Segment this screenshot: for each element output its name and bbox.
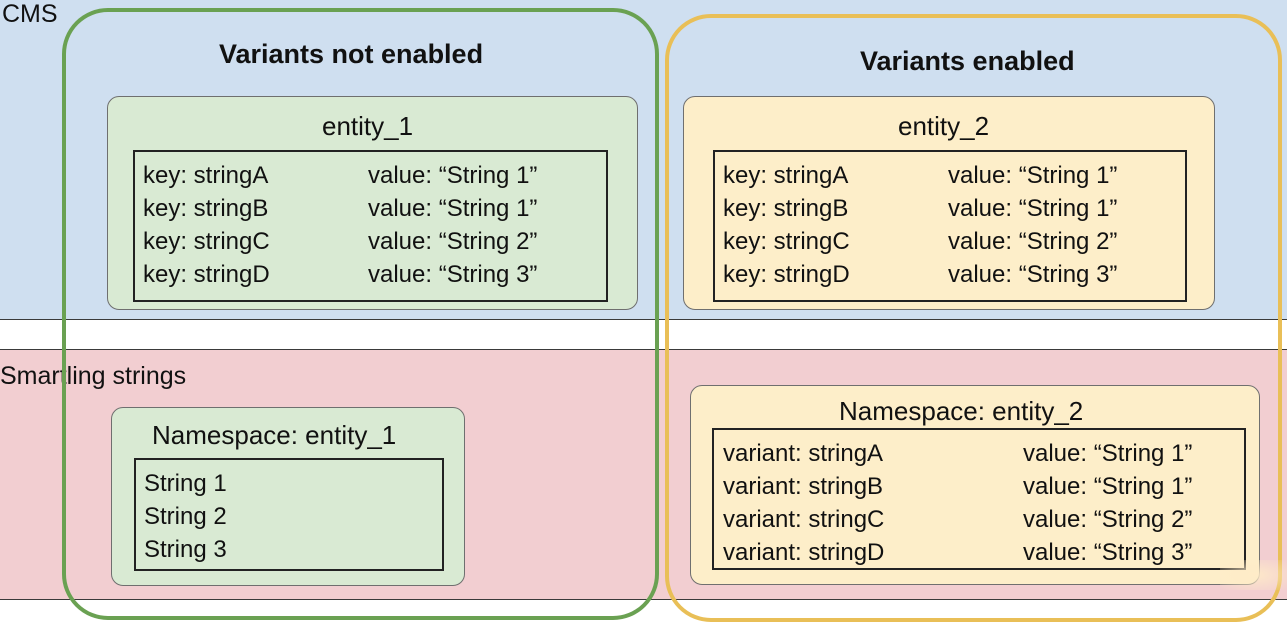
variant-cell: variant: stringD: [723, 539, 885, 566]
key-cell: key: stringD: [143, 261, 270, 288]
key-cell: key: stringA: [723, 162, 849, 189]
value-cell: value: “String 1”: [948, 195, 1118, 222]
string-item: String 1: [144, 470, 227, 497]
variant-cell: variant: stringB: [723, 473, 884, 500]
cms-entity-2-table: key: stringA value: “String 1” key: stri…: [713, 150, 1187, 302]
cms-entity-1-table: key: stringA value: “String 1” key: stri…: [133, 150, 608, 302]
cms-entity-2-title: entity_2: [898, 111, 990, 141]
value-cell: value: “String 3”: [368, 261, 538, 288]
key-cell: key: stringA: [143, 162, 269, 189]
value-cell: value: “String 1”: [368, 162, 538, 189]
cms-entity-1-title: entity_1: [322, 111, 414, 141]
value-cell: value: “String 1”: [948, 162, 1118, 189]
key-cell: key: stringD: [723, 261, 850, 288]
string-item: String 2: [144, 503, 227, 530]
variants-enabled-title: Variants enabled: [860, 46, 1075, 76]
namespace-entity-1-table: String 1 String 2 String 3: [134, 458, 444, 571]
key-cell: key: stringC: [723, 228, 850, 255]
corner-glow: [1220, 560, 1287, 590]
key-cell: key: stringB: [143, 195, 269, 222]
value-cell: value: “String 1”: [1023, 440, 1193, 467]
variant-cell: variant: stringC: [723, 506, 885, 533]
namespace-entity-2-title: Namespace: entity_2: [839, 396, 1084, 426]
cms-entity-1-card: entity_1 key: stringA value: “String 1” …: [107, 96, 638, 310]
value-cell: value: “String 1”: [368, 195, 538, 222]
value-cell: value: “String 2”: [1023, 506, 1193, 533]
cms-label: CMS: [2, 0, 58, 28]
cms-entity-2-card: entity_2 key: stringA value: “String 1” …: [683, 96, 1215, 310]
variants-not-enabled-title: Variants not enabled: [219, 39, 484, 69]
value-cell: value: “String 2”: [368, 228, 538, 255]
key-cell: key: stringC: [143, 228, 270, 255]
key-cell: key: stringB: [723, 195, 849, 222]
string-item: String 3: [144, 536, 227, 563]
variants-not-enabled-outline: [62, 8, 659, 620]
value-cell: value: “String 3”: [1023, 539, 1193, 566]
value-cell: value: “String 2”: [948, 228, 1118, 255]
namespace-entity-1-title: Namespace: entity_1: [152, 420, 397, 450]
namespace-entity-2-table: variant: stringA value: “String 1” varia…: [712, 428, 1246, 570]
namespace-entity-1-card: Namespace: entity_1 String 1 String 2 St…: [111, 407, 465, 586]
smartling-label: Smartling strings: [0, 362, 187, 390]
value-cell: value: “String 3”: [948, 261, 1118, 288]
namespace-entity-2-card: Namespace: entity_2 variant: stringA val…: [690, 385, 1260, 585]
value-cell: value: “String 1”: [1023, 473, 1193, 500]
variant-cell: variant: stringA: [723, 440, 884, 467]
variants-enabled-outline: [665, 14, 1282, 622]
